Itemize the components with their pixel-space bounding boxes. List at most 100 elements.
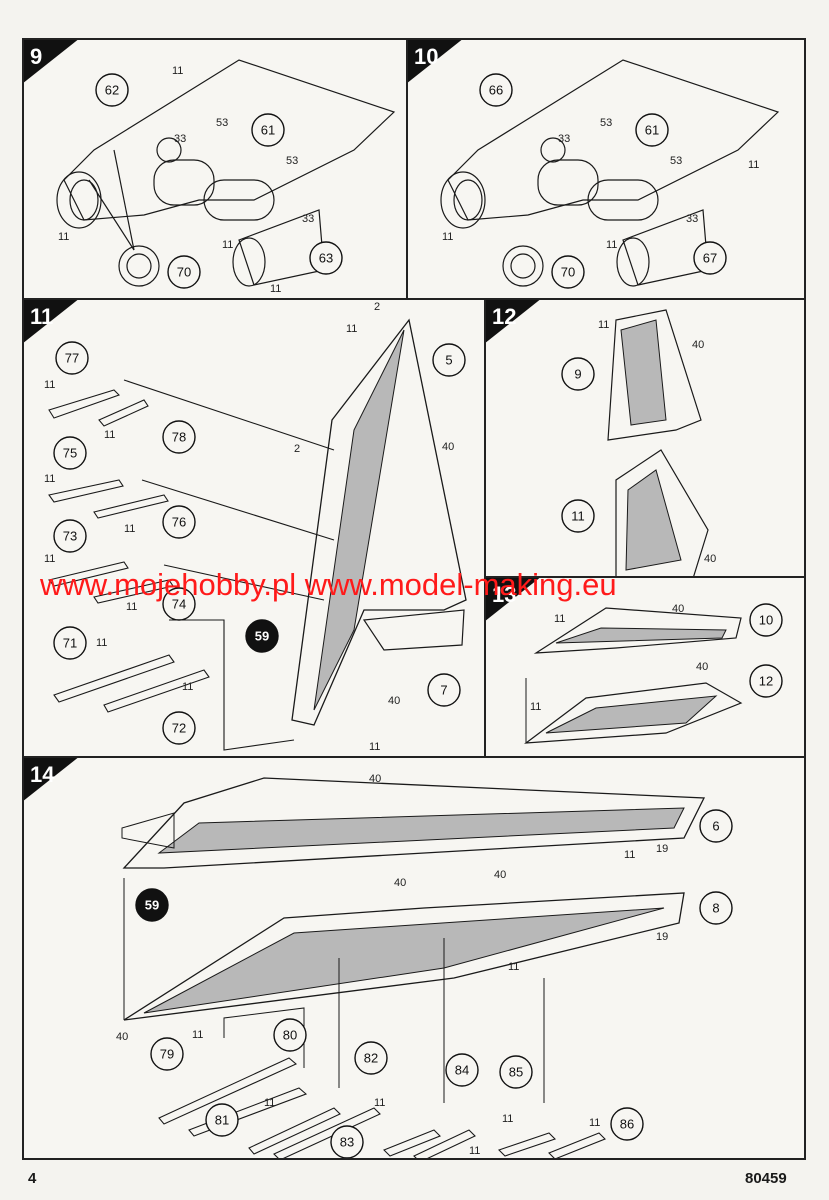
svg-text:83: 83 xyxy=(340,1135,354,1150)
svg-text:70: 70 xyxy=(177,265,191,280)
svg-text:75: 75 xyxy=(63,446,77,461)
svg-text:11: 11 xyxy=(571,509,585,524)
svg-text:40: 40 xyxy=(704,553,716,565)
svg-text:61: 61 xyxy=(645,123,659,138)
svg-text:33: 33 xyxy=(686,213,698,225)
svg-text:5: 5 xyxy=(445,353,452,368)
svg-text:81: 81 xyxy=(215,1113,229,1128)
step-number: 12 xyxy=(492,304,517,329)
svg-text:76: 76 xyxy=(172,515,186,530)
svg-text:59: 59 xyxy=(255,629,269,644)
svg-text:67: 67 xyxy=(703,251,717,266)
svg-text:11: 11 xyxy=(182,681,193,693)
svg-text:82: 82 xyxy=(364,1051,378,1066)
svg-text:2: 2 xyxy=(294,443,300,455)
step-11-drawing: 77 78 75 76 73 74 71 72 59 5 7 40 40 2 2… xyxy=(44,301,467,753)
step-9-panel: 9 62 61 63 70 33 53 53 33 xyxy=(22,38,408,300)
step-number: 13 xyxy=(492,582,517,607)
svg-text:11: 11 xyxy=(44,473,55,485)
svg-text:40: 40 xyxy=(116,1031,128,1043)
svg-text:11: 11 xyxy=(44,379,55,391)
svg-text:11: 11 xyxy=(192,1029,203,1041)
svg-text:77: 77 xyxy=(65,351,79,366)
svg-text:7: 7 xyxy=(440,683,447,698)
svg-text:11: 11 xyxy=(598,319,609,331)
svg-text:11: 11 xyxy=(104,429,115,441)
svg-text:11: 11 xyxy=(44,553,55,565)
svg-text:53: 53 xyxy=(286,155,298,167)
svg-text:11: 11 xyxy=(508,961,519,973)
svg-text:11: 11 xyxy=(124,523,135,535)
svg-text:12: 12 xyxy=(759,674,773,689)
svg-text:11: 11 xyxy=(96,637,107,649)
kit-number: 80459 xyxy=(745,1170,787,1187)
callout-62 xyxy=(95,73,129,107)
step-number: 9 xyxy=(30,44,43,69)
svg-text:11: 11 xyxy=(58,231,69,243)
svg-text:11: 11 xyxy=(606,239,617,251)
step-14-panel: 14 6 8 59 xyxy=(22,756,806,1160)
svg-text:19: 19 xyxy=(656,931,668,943)
step-number: 14 xyxy=(30,762,55,787)
svg-text:11: 11 xyxy=(624,849,635,861)
svg-text:85: 85 xyxy=(509,1065,523,1080)
svg-text:59: 59 xyxy=(145,898,159,913)
svg-text:53: 53 xyxy=(670,155,682,167)
svg-text:19: 19 xyxy=(656,843,668,855)
step-14-drawing: 6 8 59 79 80 81 82 83 84 85 86 40 40 40 … xyxy=(116,773,733,1158)
svg-text:11: 11 xyxy=(346,323,357,335)
svg-text:63: 63 xyxy=(319,251,333,266)
svg-text:70: 70 xyxy=(561,265,575,280)
svg-text:11: 11 xyxy=(264,1097,275,1109)
svg-text:11: 11 xyxy=(222,239,233,251)
svg-text:33: 33 xyxy=(302,213,314,225)
svg-text:40: 40 xyxy=(692,339,704,351)
svg-text:11: 11 xyxy=(554,613,565,625)
svg-text:11: 11 xyxy=(530,701,541,713)
svg-text:40: 40 xyxy=(494,869,506,881)
svg-text:10: 10 xyxy=(759,613,773,628)
svg-text:72: 72 xyxy=(172,721,186,736)
svg-text:53: 53 xyxy=(600,117,612,129)
svg-text:11: 11 xyxy=(469,1145,480,1157)
step-10-drawing: 66 61 67 70 33 53 53 33 11 11 11 xyxy=(440,59,780,289)
svg-text:11: 11 xyxy=(502,1113,513,1125)
svg-text:6: 6 xyxy=(712,819,719,834)
svg-text:8: 8 xyxy=(712,901,719,916)
svg-text:74: 74 xyxy=(172,597,186,612)
svg-text:61: 61 xyxy=(261,123,275,138)
svg-text:62: 62 xyxy=(105,83,119,98)
step-13-drawing: 10 12 40 40 11 11 xyxy=(524,603,783,744)
step-10-panel: 10 66 61 67 70 33 53 53 33 11 11 11 xyxy=(406,38,806,300)
svg-text:11: 11 xyxy=(369,741,380,753)
svg-text:86: 86 xyxy=(620,1117,634,1132)
svg-text:11: 11 xyxy=(270,283,281,295)
svg-text:40: 40 xyxy=(672,603,684,615)
page-number: 4 xyxy=(28,1170,37,1187)
step-13-panel: 13 10 12 40 40 11 11 xyxy=(484,576,806,758)
step-12-drawing: 9 11 40 40 11 xyxy=(561,309,716,576)
svg-text:11: 11 xyxy=(172,65,183,77)
svg-text:11: 11 xyxy=(374,1097,385,1109)
svg-text:84: 84 xyxy=(455,1063,469,1078)
svg-text:40: 40 xyxy=(369,773,381,785)
step-9-drawing: 62 61 63 70 33 53 53 33 11 11 11 11 xyxy=(56,59,396,295)
svg-text:11: 11 xyxy=(442,231,453,243)
svg-text:40: 40 xyxy=(394,877,406,889)
svg-text:73: 73 xyxy=(63,529,77,544)
svg-text:40: 40 xyxy=(442,441,454,453)
svg-text:2: 2 xyxy=(374,301,380,313)
step-number: 11 xyxy=(30,304,54,329)
svg-text:33: 33 xyxy=(558,133,570,145)
svg-text:40: 40 xyxy=(696,661,708,673)
svg-text:11: 11 xyxy=(589,1117,600,1129)
svg-text:11: 11 xyxy=(748,159,759,171)
watermark-text: www.mojehobby.pl www.model-making.eu xyxy=(40,567,617,602)
svg-text:66: 66 xyxy=(489,83,503,98)
svg-text:80: 80 xyxy=(283,1028,297,1043)
svg-text:53: 53 xyxy=(216,117,228,129)
svg-text:71: 71 xyxy=(63,636,77,651)
svg-text:11: 11 xyxy=(126,601,137,613)
svg-text:9: 9 xyxy=(574,367,581,382)
step-11-panel: 11 77 78 75 76 xyxy=(22,298,486,758)
